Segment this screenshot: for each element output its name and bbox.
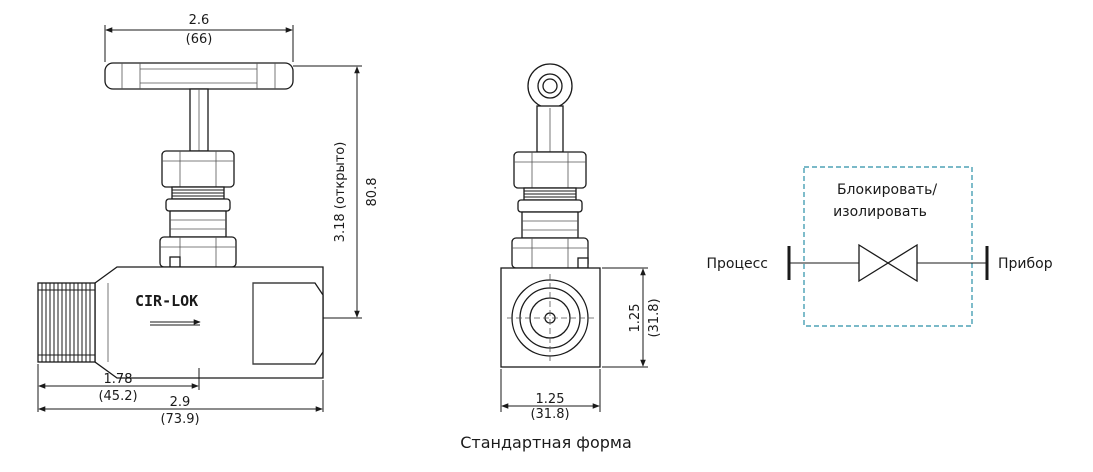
bonnet-nut xyxy=(159,150,237,268)
front-view: CIR-LOK 2.6 (66) 3.18 (открыто) 80.8 1.7… xyxy=(37,13,380,427)
box-label-line2: изолировать xyxy=(833,204,927,220)
box-label-line1: Блокировать/ xyxy=(837,182,937,198)
dim-body-height: 1.25 (31.8) xyxy=(602,267,662,368)
body-height-mm: (31.8) xyxy=(647,298,662,337)
side-view: 1.25 (31.8) 1.25 (31.8) xyxy=(500,63,662,422)
valve-symbol-icon xyxy=(858,243,918,283)
dim-inlet-length: 1.78 (45.2) xyxy=(37,364,200,412)
inlet-length-mm: (45.2) xyxy=(98,389,137,404)
schematic: Блокировать/ изолировать Процесс Прибор xyxy=(706,166,1053,327)
isolation-box xyxy=(803,166,973,327)
dim-height-open: 3.18 (открыто) 80.8 xyxy=(293,65,380,319)
brand-logo: CIR-LOK xyxy=(135,292,198,310)
body-height-inch: 1.25 xyxy=(628,304,643,333)
label-instrument: Прибор xyxy=(998,256,1053,272)
valve-handle xyxy=(104,62,294,152)
handle-width-mm: (66) xyxy=(186,32,213,47)
dim-body-width: 1.25 (31.8) xyxy=(500,369,601,422)
valve-body: CIR-LOK xyxy=(37,266,324,379)
inlet-length-inch: 1.78 xyxy=(104,372,133,387)
label-process: Процесс xyxy=(706,256,768,272)
figure-caption: Стандартная форма xyxy=(460,433,632,452)
height-open-mm: 80.8 xyxy=(365,178,380,207)
body-width-mm: (31.8) xyxy=(530,407,569,422)
handle-width-inch: 2.6 xyxy=(189,13,210,28)
dim-handle-width: 2.6 (66) xyxy=(104,13,294,62)
dim-total-length: 2.9 (73.9) xyxy=(38,380,324,427)
total-length-inch: 2.9 xyxy=(170,395,191,410)
body-width-inch: 1.25 xyxy=(536,392,565,407)
height-open-inch: 3.18 (открыто) xyxy=(333,142,348,243)
total-length-mm: (73.9) xyxy=(160,412,199,427)
